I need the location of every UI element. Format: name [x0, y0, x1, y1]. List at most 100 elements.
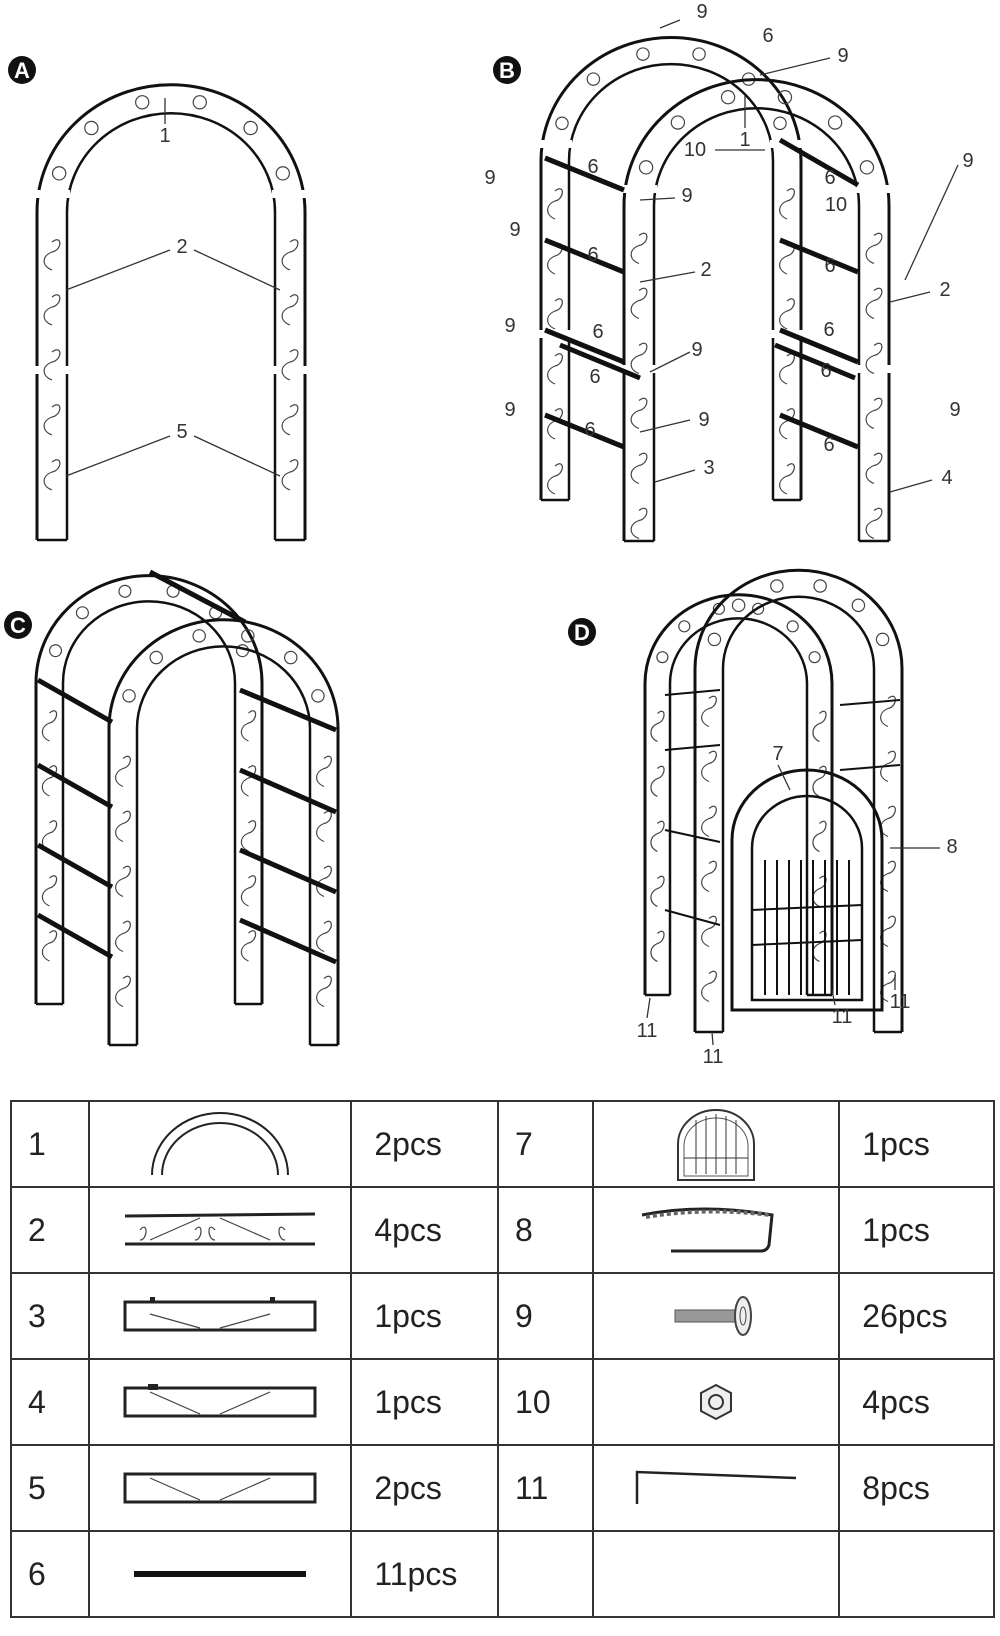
- part-callout-label: 6: [824, 255, 835, 277]
- part-quantity: 26pcs: [838, 1272, 995, 1360]
- crossbar: [238, 917, 338, 965]
- part-number: 7: [497, 1100, 594, 1188]
- arch-top-icon: [87, 1100, 353, 1188]
- step-b-letter-badge: [493, 56, 521, 84]
- part-quantity: 8pcs: [838, 1444, 995, 1532]
- part-number: 3: [10, 1272, 90, 1360]
- callout-leader-line: [777, 764, 791, 791]
- callout-leader-line: [889, 291, 931, 303]
- part-callout-label: 6: [824, 167, 835, 189]
- hex-nut-icon: [591, 1358, 841, 1446]
- part-callout-label: 9: [509, 219, 520, 241]
- part-callout-label: 1: [739, 129, 750, 151]
- part-quantity: [838, 1530, 995, 1618]
- part-callout-label: 10: [825, 194, 847, 216]
- callout-leader-line: [711, 1031, 714, 1046]
- part-callout-label: 6: [584, 419, 595, 441]
- crossbar: [664, 744, 721, 751]
- part-callout-label: 11: [832, 1006, 853, 1028]
- part-callout-label: 6: [820, 360, 831, 382]
- step-c-letter: C: [10, 613, 26, 638]
- part-quantity: 2pcs: [350, 1444, 500, 1532]
- crossbar: [664, 689, 721, 696]
- part-number: [497, 1530, 594, 1618]
- crossbar: [544, 237, 625, 275]
- crossbar: [544, 412, 625, 450]
- crossbar: [238, 767, 338, 815]
- part-quantity: 1pcs: [838, 1186, 995, 1274]
- crossbar: [36, 842, 114, 890]
- front-arch: [621, 78, 892, 543]
- crossbar: [779, 237, 859, 275]
- part-callout-label: 9: [504, 315, 515, 337]
- step-d-letter: D: [574, 620, 590, 645]
- part-callout-label: 2: [176, 236, 187, 258]
- step-d-letter-badge: [568, 618, 596, 646]
- part-callout-label: 8: [946, 836, 957, 858]
- part-number: 1: [10, 1100, 90, 1188]
- callout-leader-line: [65, 249, 171, 291]
- part-callout-label: 6: [592, 321, 603, 343]
- empty-cell: [591, 1530, 841, 1618]
- part-callout-label: 6: [589, 366, 600, 388]
- back-arch: [34, 574, 264, 1006]
- part-callout-label: 7: [772, 743, 783, 765]
- callout-leader-line: [639, 271, 696, 283]
- crossbar: [238, 847, 338, 895]
- step-a-letter-badge: [8, 56, 36, 84]
- callout-leader-line: [659, 19, 681, 29]
- callout-leader-line: [889, 479, 933, 493]
- crossbar: [239, 687, 337, 733]
- arch-exploded: [34, 83, 308, 542]
- crossbar: [559, 342, 641, 381]
- part-callout-label: 9: [484, 167, 495, 189]
- part-callout-label: 9: [698, 409, 709, 431]
- crossbar-icon: [87, 1530, 353, 1618]
- scroll-panel-tab-icon: [87, 1358, 353, 1446]
- part-quantity: 1pcs: [838, 1100, 995, 1188]
- callout-leader-line: [639, 419, 691, 433]
- part-number: 5: [10, 1444, 90, 1532]
- crossbar: [778, 137, 860, 188]
- callout-leader-line: [65, 435, 171, 477]
- callout-leader-line: [646, 997, 651, 1019]
- step-b-letter: B: [499, 58, 515, 83]
- part-callout-label: 9: [837, 45, 848, 67]
- crossbar: [839, 764, 901, 771]
- part-callout-label: 4: [941, 467, 952, 489]
- part-callout-label: 1: [159, 125, 170, 147]
- crossbar: [544, 327, 625, 365]
- part-callout-label: 6: [762, 25, 773, 47]
- crossbar: [36, 912, 114, 960]
- crossbar: [664, 909, 721, 926]
- part-number: 6: [10, 1530, 90, 1618]
- part-quantity: 1pcs: [350, 1358, 500, 1446]
- part-number: 8: [497, 1186, 594, 1274]
- part-callout-label: 2: [939, 279, 950, 301]
- part-callout-label: 11: [637, 1020, 658, 1042]
- callout-leader-line: [193, 249, 281, 291]
- callout-leader-line: [654, 469, 696, 483]
- part-callout-label: 2: [700, 259, 711, 281]
- part-callout-label: 9: [681, 185, 692, 207]
- part-quantity: 1pcs: [350, 1272, 500, 1360]
- step-c-letter-badge: [4, 611, 32, 639]
- ground-stake-icon: [591, 1444, 841, 1532]
- chain-latch-icon: [591, 1186, 841, 1274]
- front-arch: [107, 618, 340, 1047]
- callout-leader-line: [193, 435, 281, 477]
- part-quantity: 2pcs: [350, 1100, 500, 1188]
- callout-leader-line: [831, 989, 836, 1006]
- part-number: 11: [497, 1444, 594, 1532]
- part-callout-label: 9: [949, 399, 960, 421]
- crossbar: [779, 327, 859, 365]
- crossbar: [664, 829, 721, 843]
- crossbar: [779, 412, 859, 450]
